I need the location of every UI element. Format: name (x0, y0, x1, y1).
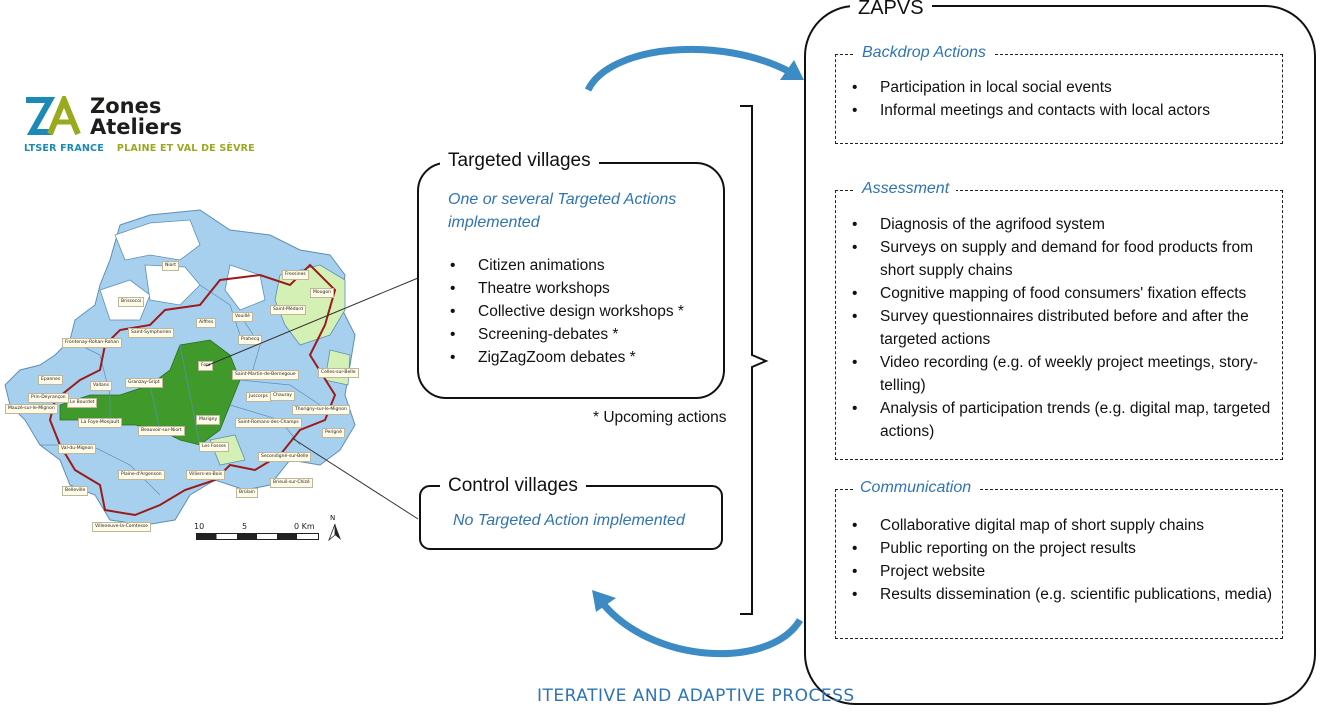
list-item: Video recording (e.g. of weekly project … (846, 351, 1272, 397)
bottom-arrow (597, 597, 803, 658)
map-label: Saint-Martin-de-Bernegoue (232, 370, 299, 380)
map-label: Les Fosses (199, 442, 229, 452)
assessment-title: Assessment (855, 180, 957, 198)
list-item: Survey questionnaires distributed before… (846, 305, 1272, 351)
map-label: Secondigné-sur-Belle (258, 452, 312, 462)
list-item: Screening-debates * (444, 323, 719, 346)
list-item: ZigZagZoom debates * (444, 346, 719, 369)
map-label: Saint-Médard (270, 305, 306, 315)
scale-bar (196, 533, 319, 540)
north-arrow-icon (328, 523, 341, 541)
connector-targeted (205, 277, 419, 367)
map-label: Epannes (38, 375, 64, 385)
list-item: Public reporting on the project results (846, 537, 1272, 560)
map-label: Brissocoi (118, 297, 145, 307)
list-item: Collective design workshops * (444, 300, 719, 323)
backdrop-list: Participation in local social events Inf… (846, 76, 1276, 122)
map-label: Mougon (310, 288, 334, 298)
map-label: Villiers-en-Bois (186, 470, 226, 480)
logo-title: Zones Ateliers (90, 96, 182, 138)
map-label: Fressines (282, 270, 309, 280)
assessment-list: Diagnosis of the agrifood system Surveys… (846, 213, 1272, 443)
list-item: Informal meetings and contacts with loca… (846, 99, 1276, 122)
za-logo-mark (26, 96, 81, 136)
targeted-actions-list: Citizen animations Theatre workshops Col… (444, 254, 719, 369)
map-label: Marigny (196, 415, 221, 425)
map-boundary (48, 263, 337, 517)
backdrop-section (835, 54, 1283, 144)
map-label: Saint-Romans-des-Champs (235, 418, 302, 428)
list-item: Citizen animations (444, 254, 719, 277)
map-label: Val-du-Mignon (58, 444, 97, 454)
scale-label-0km: 0 Km (294, 522, 315, 531)
list-item: Collaborative digital map of short suppl… (846, 514, 1272, 537)
map-label: Prahecq (238, 335, 263, 345)
map-label: Saint-Symphorien (128, 328, 175, 338)
map-label: Niort (162, 261, 179, 271)
map-label: Thorigny-sur-le-Mignon (292, 405, 350, 415)
scale-label-5: 5 (242, 522, 248, 531)
list-item: Results dissemination (e.g. scientific p… (846, 583, 1272, 606)
map-label: Belleville (62, 486, 89, 496)
zapvs-frame (804, 5, 1316, 705)
north-label: N (330, 514, 336, 522)
scale-label-10: 10 (194, 522, 205, 531)
logo-sub-ltser: LTSER FRANCE (24, 143, 104, 154)
list-item: Project website (846, 560, 1272, 583)
control-title: Control villages (440, 475, 586, 497)
map-label: Granzay-Gript (125, 378, 163, 388)
map-label: Brieuil-sur-Chizé (270, 478, 313, 488)
targeted-title: Targeted villages (440, 150, 599, 172)
communication-section (835, 489, 1283, 639)
logo-title-line2: Ateliers (90, 115, 183, 139)
map-label: Plaine-d'Argenson (118, 470, 165, 480)
map-label: Frontenay-Rohan-Rohan (62, 338, 122, 348)
list-item: Analysis of participation trends (e.g. d… (846, 397, 1272, 443)
map-label: Chauray (270, 391, 295, 401)
map-label: Brûlain (236, 488, 258, 498)
map-label: Villeneuve-la-Comtesse (92, 522, 151, 532)
logo-subtitle: LTSER FRANCE PLAINE ET VAL DE SÈVRE (24, 143, 255, 154)
logo-title-line1: Zones (90, 94, 162, 118)
map-label: Fors (198, 361, 214, 371)
list-item: Cognitive mapping of food consumers' fix… (846, 282, 1272, 305)
control-subtitle: No Targeted Action implemented (453, 512, 685, 529)
list-item: Theatre workshops (444, 277, 719, 300)
bracket (740, 105, 769, 615)
backdrop-title: Backdrop Actions (855, 44, 993, 62)
map-label: La Foye-Monjault (78, 418, 123, 428)
map-label: Le Bourdet (67, 398, 98, 408)
map-label: Vallans (90, 381, 112, 391)
map-label: Beauvoir-sur-Niort (138, 426, 185, 436)
iterative-process-label: ITERATIVE AND ADAPTIVE PROCESS (537, 686, 855, 706)
connector-control (291, 437, 419, 520)
map-label: Perigné (322, 428, 345, 438)
list-item: Diagnosis of the agrifood system (846, 213, 1272, 236)
targeted-subtitle: One or several Targeted Actions implemen… (448, 191, 677, 231)
logo-sub-region: PLAINE ET VAL DE SÈVRE (116, 143, 255, 154)
assessment-section (835, 190, 1283, 460)
communication-title: Communication (853, 479, 979, 497)
top-arrow (584, 45, 792, 92)
map-label: Aiffres (196, 318, 217, 328)
map-label: Vouillé (232, 312, 253, 322)
map-label: Prin-Deyrançon (28, 393, 69, 403)
upcoming-note: * Upcoming actions (593, 409, 727, 426)
zapvs-title: ZAPVS (850, 0, 932, 20)
map-label: Mauzé-sur-le-Mignon (5, 404, 58, 414)
list-item: Participation in local social events (846, 76, 1276, 99)
map-label: Celles-sur-Belle (318, 368, 359, 378)
communication-list: Collaborative digital map of short suppl… (846, 514, 1272, 606)
list-item: Surveys on supply and demand for food pr… (846, 236, 1272, 282)
